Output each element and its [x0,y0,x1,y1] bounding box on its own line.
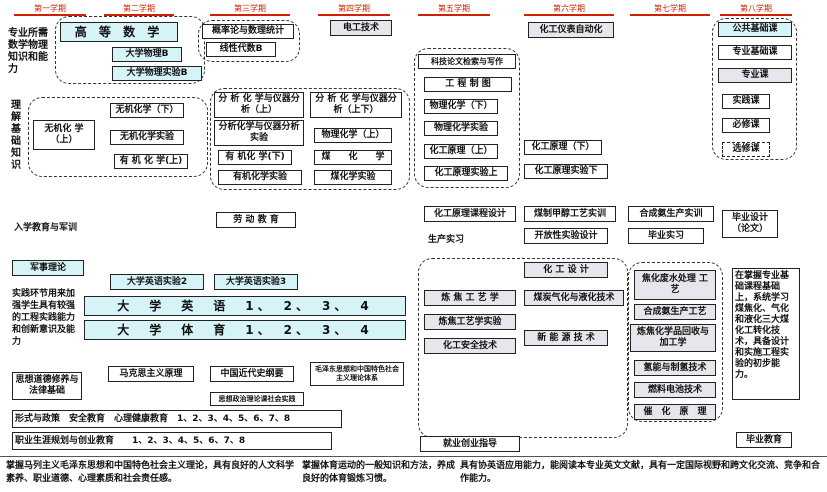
course-electrical: 电工技术 [330,20,392,36]
label-understand-basics: 理解基础知识 [11,100,21,171]
semester-7: 第七学期 [630,3,710,16]
note-politics: 掌握马列主义毛泽东思想和中国特色社会主义理论，具有良好的人文科学素养、职业道德、… [6,461,295,484]
course-coal-lab: 煤化学实验 [314,170,392,185]
course-new-energy: 新 能 源 技 术 [524,330,608,346]
course-coal-methanol: 煤制甲醇工艺实训 [524,206,616,222]
semester-1: 第一学期 [14,3,86,16]
course-eng-drawing: 工 程 制 图 [424,77,512,92]
course-physics: 大学物理B [112,47,182,62]
course-employment: 就业创业指导 [420,436,520,452]
course-organic-lab: 有机化学实验 [218,170,302,185]
course-marxism: 马克思主义原理 [108,366,194,382]
course-organic-chem-down: 有 机化 学(下) [218,150,292,165]
label-practice: 实践环节用来加强学生具有较强的工程实践能力和创新意识及能力 [12,289,76,347]
course-sci-writing: 科技论文检索与写作 [418,54,516,69]
course-pe: 大 学 体 育 1、 2、 3、 4 [84,320,406,340]
course-chem-automation: 化工仪表自动化 [528,22,614,38]
semester-2: 第二学期 [104,3,174,16]
course-inorganic-lab: 无机化学实验 [110,130,184,145]
course-organic-chem-up: 有 机 化 学(上) [114,154,188,169]
course-enrollment: 入学教育与军训 [14,223,78,233]
legend-elective: 选修课 [722,142,770,157]
course-labor: 劳 动 教 育 [216,212,296,228]
course-linear-algebra: 线性代数B [206,42,276,57]
course-advanced-math: 高 等 数 学 [60,22,178,42]
course-inorganic-chem-up: 无机化 学（上） [33,120,95,150]
course-production-practice: 生产实习 [428,235,465,245]
course-physics-lab: 大学物理实验B [112,66,202,81]
course-phys-chem-up: 物理化学（上） [314,128,392,143]
group-probability [198,20,300,62]
course-chem-design-2: 化 工 设 计 [524,262,608,278]
course-safety: 化工安全技术 [424,338,516,354]
group-analysis-chem [210,88,410,190]
label-major-required: 专业所需数学物理知识和能力 [8,28,48,75]
course-career: 职业生涯规划与创业教育 1、2、3、4、5、6、7、8 [12,432,332,450]
course-coking-products: 炼焦化学品回收与加工学 [630,324,716,352]
course-coking-wastewater: 焦化废水处理 工 艺 [634,270,716,300]
bottom-separator [0,456,827,457]
course-analytical-chem-up: 分 析 化 学与仪器分析（上） [214,92,304,118]
course-english: 大 学 英 语 1、 2、 3、 4 [84,296,406,316]
semester-4: 第四学期 [318,3,390,16]
semester-8: 第八学期 [720,3,792,16]
course-grad-practice: 毕业实习 [628,228,704,244]
course-hydrogen: 氢能与制氢技术 [634,360,716,376]
course-inorganic-chem-down: 无机化学（下） [110,103,184,118]
course-mao-theory: 毛泽东思想和中国特色社会主义理论体系 [310,362,404,386]
course-phys-chem-lab: 物理化学实验 [424,121,498,136]
note-english: 具有协英语应用能力，能阅读本专业英文文献，具有一定国际视野和跨文化交流、竞争和合… [460,461,821,484]
course-analytical-chem-updown: 分 析 化 学与仪器分析（上下） [310,92,402,118]
legend-public-basic: 公共基础课 [718,22,792,37]
course-english-lab2: 大学英语实验2 [110,274,204,290]
note-pe: 掌握体育运动的一般知识和方法，养成良好的体育锻炼习惯。 [302,461,456,484]
course-xi-thought: 思想政治理论课社会实践 [210,392,304,406]
group-engineering [414,48,520,188]
course-coal-chem: 煤 化 学 [314,150,392,165]
course-fuel-cell: 燃料电池技术 [634,382,716,398]
legend-practice: 实践课 [722,94,770,109]
course-coking: 炼 焦 工 艺 学 [424,290,516,306]
course-coking-lab: 炼焦工艺学实验 [424,314,516,330]
course-policy: 形式与政策 安全教育 心理健康教育 1、2、3、4、5、6、7、8 [12,410,342,428]
course-synth-ammonia-tech: 合成氨生产工艺 [634,304,716,320]
capability-note: 在掌握专业基础课程基础上，系统学习煤焦化、气化和液化三大煤化工转化技术，具备设计… [732,268,800,400]
course-chem-principle-up: 化工原理（上） [424,144,498,159]
course-chem-design: 化工原理课程设计 [424,206,516,222]
group-specialty-2 [628,262,723,422]
course-open-lab: 开放性实验设计 [524,228,608,244]
semester-5: 第五学期 [418,3,490,16]
legend-major: 专业课 [718,68,792,83]
course-modern-history: 中国近代史纲要 [210,366,294,382]
legend-required: 必修课 [722,118,770,133]
course-military-theory: 军事理论 [12,260,84,276]
group-specialty [418,258,628,438]
course-chem-principle-lab-down: 化工原理实验下 [524,164,608,179]
group-chemistry-basics [28,97,208,177]
course-synth-ammonia: 合成氨生产实训 [628,206,714,222]
course-english-lab3: 大学英语实验3 [214,274,298,290]
course-grad-education: 毕业教育 [736,432,792,448]
course-chem-principle-lab-up: 化工原理实验上 [424,166,508,181]
semester-6: 第六学期 [524,3,614,16]
semester-3: 第三学期 [210,3,290,16]
course-coal-gasification: 煤炭气化与液化技术 [524,290,624,306]
course-chem-principle-down: 化工原理（下） [524,140,602,155]
legend-major-basic: 专业基础课 [718,45,792,60]
legend-group [712,18,797,160]
label-moral: 思想道德修养与法律基础 [12,372,82,400]
course-probability-stats: 概率论与数理统计 [202,24,294,39]
course-phys-chem-down: 物理化学（下） [424,99,498,114]
course-grad-design: 毕业设计（论文） [722,210,778,238]
course-catalysis: 催 化 原 理 [634,404,716,420]
course-analytical-chem-lab: 分析化学与仪器分析实验 [214,120,304,146]
